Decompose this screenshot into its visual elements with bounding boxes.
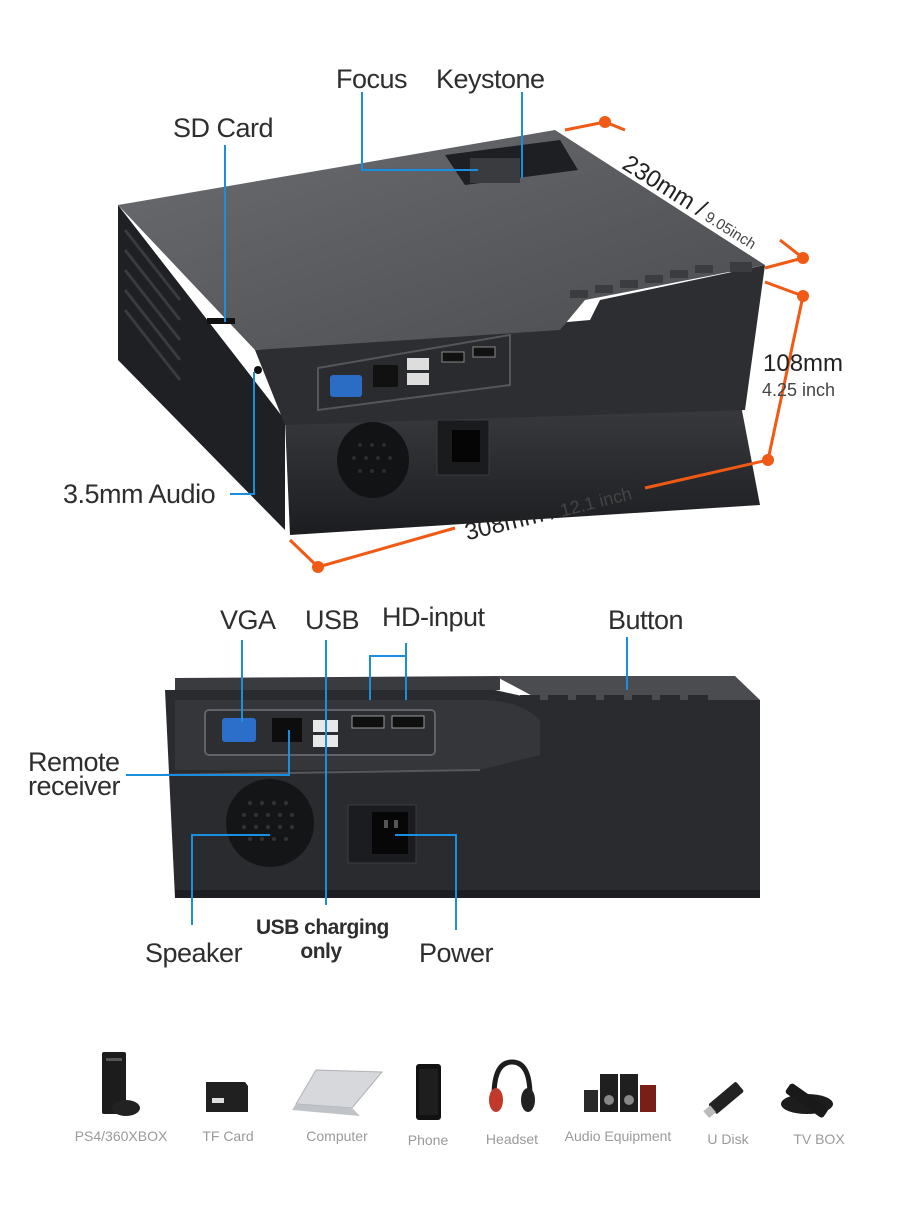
height-inch-text: 4.25 inch — [762, 380, 836, 400]
speaker-label: Speaker — [145, 938, 243, 968]
remote-label-line1: Remote — [28, 747, 120, 777]
audio-jack-label: 3.5mm Audio — [63, 479, 216, 509]
remote-label-line2: receiver — [28, 771, 121, 801]
keystone-label: Keystone — [436, 64, 545, 94]
accessory-label-audio: Audio Equipment — [564, 1128, 672, 1144]
accessory-label-console: PS4/360XBOX — [74, 1128, 168, 1144]
accessory-label-tf-card: TF Card — [202, 1128, 254, 1144]
height-mm-text: 108mm — [763, 350, 844, 377]
game-console-icon — [102, 1052, 140, 1116]
accessory-label-computer: Computer — [306, 1128, 368, 1144]
sd-card-label: SD Card — [173, 113, 274, 143]
accessory-label-udisk: U Disk — [707, 1131, 749, 1147]
remote-receiver-label: Remote receiver — [28, 747, 121, 801]
phone-icon — [416, 1064, 441, 1120]
tv-box-icon — [781, 1083, 833, 1118]
usb-label: USB — [305, 605, 360, 635]
usb-disk-icon — [703, 1082, 744, 1119]
speaker-system-icon — [584, 1074, 656, 1112]
accessory-label-headset: Headset — [485, 1131, 539, 1147]
accessory-label-phone: Phone — [407, 1132, 449, 1148]
accessory-label-tvbox: TV BOX — [793, 1131, 845, 1147]
projector-rear-illustration — [126, 637, 760, 930]
usb-charging-line2: only — [300, 940, 342, 963]
hd-input-label: HD-input — [382, 602, 485, 632]
tf-card-icon — [206, 1082, 248, 1112]
usb-charging-label: USB charging only — [256, 916, 389, 964]
button-label: Button — [608, 605, 684, 635]
power-label: Power — [419, 938, 494, 968]
focus-label: Focus — [336, 64, 408, 94]
projector-3d-illustration — [118, 92, 809, 573]
vga-label: VGA — [220, 605, 276, 635]
laptop-icon — [292, 1069, 384, 1116]
headset-icon — [489, 1059, 535, 1112]
usb-charging-line1: USB charging — [256, 916, 389, 939]
